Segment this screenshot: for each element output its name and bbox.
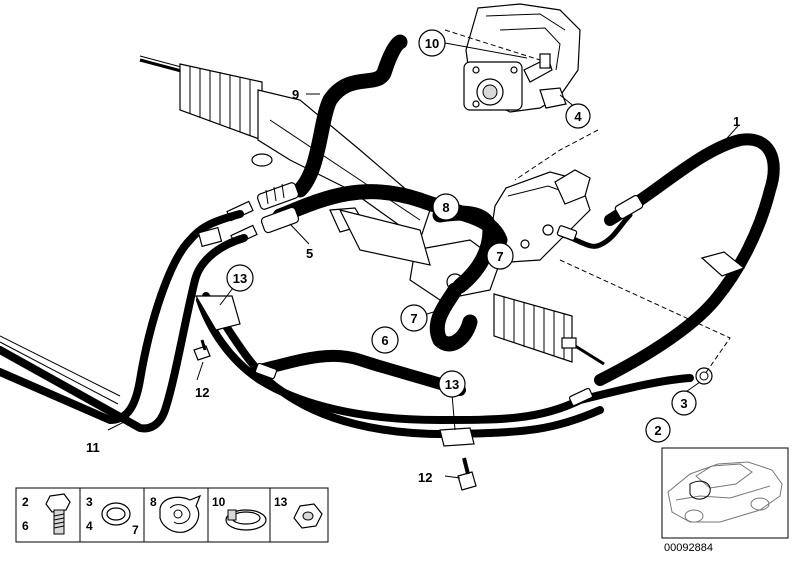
svg-text:12: 12 <box>195 385 209 400</box>
svg-text:8: 8 <box>150 495 157 509</box>
bolt-12-right <box>457 457 477 491</box>
legend-cell-8: 8 <box>150 494 202 533</box>
svg-text:4: 4 <box>574 109 582 124</box>
pressure-line-1 <box>556 133 780 386</box>
sedan-car-icon <box>667 461 783 523</box>
svg-text:2: 2 <box>654 423 661 438</box>
legend-cell-13: 13 <box>274 495 323 529</box>
svg-text:9: 9 <box>292 87 299 102</box>
steering-gear-valve <box>338 169 591 301</box>
callout-2: 2 <box>645 417 671 443</box>
svg-text:8: 8 <box>442 200 449 215</box>
callout-7b: 7 <box>400 304 428 332</box>
reference-lines <box>444 29 731 375</box>
cooler-line-11 <box>0 210 248 433</box>
svg-text:2: 2 <box>22 495 29 509</box>
callout-13a: 13 <box>226 264 254 292</box>
callout-1: 1 <box>733 114 740 129</box>
banjo-bolt-icon <box>45 493 71 535</box>
callout-8: 8 <box>432 193 460 221</box>
legend-cell-10: 10 <box>212 495 267 531</box>
hex-nut-icon <box>293 503 323 529</box>
svg-text:11: 11 <box>86 440 100 455</box>
svg-text:00092884: 00092884 <box>664 542 713 554</box>
hose-8-loop <box>429 205 498 352</box>
svg-text:7: 7 <box>132 523 139 537</box>
callout-12a: 12 <box>195 385 209 400</box>
hose-clamp-icon <box>225 509 267 531</box>
return-hose-9 <box>292 34 408 198</box>
svg-text:10: 10 <box>425 36 439 51</box>
svg-text:12: 12 <box>418 470 432 485</box>
parts-legend: 2 6 3 4 7 8 <box>15 487 329 543</box>
callout-3: 3 <box>671 390 697 416</box>
callout-12b: 12 <box>418 470 432 485</box>
diagram-number: 00092884 <box>664 542 713 554</box>
car-thumbnail <box>661 447 789 539</box>
svg-text:3: 3 <box>86 495 93 509</box>
svg-text:1: 1 <box>733 114 740 129</box>
callout-4: 4 <box>565 103 591 129</box>
seal-ring-icon <box>101 502 131 526</box>
svg-text:7: 7 <box>410 311 417 326</box>
svg-text:13: 13 <box>274 495 288 509</box>
steering-rack-lower <box>493 293 605 366</box>
svg-text:3: 3 <box>680 396 687 411</box>
svg-text:7: 7 <box>496 249 503 264</box>
callout-10: 10 <box>418 29 446 57</box>
hose-clip-icon <box>159 494 202 533</box>
legend-cell-3-4-7: 3 4 7 <box>86 495 139 537</box>
svg-text:13: 13 <box>445 377 459 392</box>
bolt-12-left <box>193 339 211 361</box>
svg-text:13: 13 <box>233 271 247 286</box>
callout-13b: 13 <box>438 370 466 398</box>
svg-text:6: 6 <box>381 333 388 348</box>
callout-11: 11 <box>86 440 100 455</box>
callout-5: 5 <box>306 246 313 261</box>
svg-text:6: 6 <box>22 519 29 533</box>
lower-lines-2-3 <box>194 292 713 447</box>
callout-6: 6 <box>371 326 399 354</box>
power-steering-pump <box>463 3 581 113</box>
legend-cell-2-6: 2 6 <box>22 493 71 535</box>
callout-7a: 7 <box>486 242 514 270</box>
svg-text:10: 10 <box>212 495 226 509</box>
svg-text:4: 4 <box>86 519 93 533</box>
svg-text:5: 5 <box>306 246 313 261</box>
callout-9: 9 <box>292 87 299 102</box>
